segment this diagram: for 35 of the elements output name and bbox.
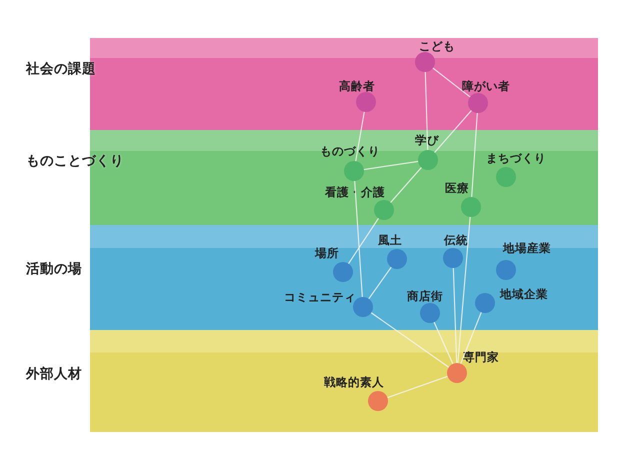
connector-line (387, 376, 448, 398)
node-label: ものづくり (320, 144, 380, 159)
connector-line (368, 266, 392, 300)
node-label: 商店街 (407, 289, 443, 304)
connector-line (348, 218, 379, 264)
connector-line (390, 167, 422, 203)
node-label: 医療 (445, 181, 469, 196)
node-label: 専門家 (463, 350, 499, 365)
band-title: 外部人材 (26, 365, 82, 383)
node-label: まちづくり (486, 151, 546, 166)
node-label: 戦略的素人 (324, 375, 384, 390)
connector-line (457, 216, 471, 364)
connector-line (364, 160, 418, 170)
connector-line (452, 268, 458, 364)
connector-line (460, 312, 482, 364)
band-title: 活動の場 (26, 260, 82, 278)
connector-line (471, 112, 478, 198)
node-label: こども (419, 39, 455, 54)
node-label: 学び (415, 133, 439, 148)
connector-line (370, 312, 450, 368)
node-label: 障がい者 (462, 79, 510, 94)
connector-line (434, 110, 472, 153)
node-label: 風土 (378, 233, 402, 248)
node-label: コミュニティ (284, 290, 356, 305)
node-label: 高齢者 (339, 79, 375, 94)
node-label: 伝統 (444, 233, 468, 248)
node-label: 地域企業 (500, 287, 548, 302)
connector-line (434, 322, 454, 364)
connector-line (424, 72, 428, 150)
connector-line (432, 68, 470, 98)
node-label: 場所 (315, 246, 339, 261)
node-label: 看護・介護 (325, 185, 385, 200)
node-label: 地場産業 (503, 241, 551, 256)
connector-line (354, 180, 363, 298)
connector-line (355, 112, 365, 162)
